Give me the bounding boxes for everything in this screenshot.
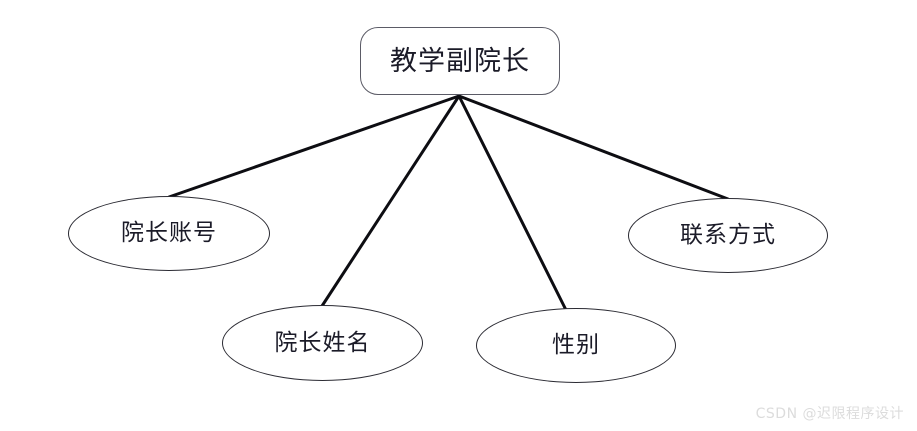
attribute-node-dean-name[interactable]: 院长姓名: [222, 305, 423, 381]
attribute-label: 联系方式: [680, 222, 776, 248]
entity-label: 教学副院长: [390, 45, 530, 77]
edge-entity-to-dean-account: [167, 94, 461, 199]
attribute-label: 院长账号: [121, 220, 217, 246]
edge-entity-to-dean-name: [320, 94, 461, 308]
edge-entity-to-gender: [457, 94, 568, 312]
attribute-node-dean-account[interactable]: 院长账号: [68, 196, 270, 271]
attribute-node-gender[interactable]: 性别: [476, 308, 676, 383]
attribute-label: 性别: [552, 332, 600, 358]
csdn-watermark: CSDN @迟限程序设计: [755, 406, 904, 422]
entity-node-vice-dean[interactable]: 教学副院长: [360, 27, 560, 95]
attribute-label: 院长姓名: [274, 329, 371, 356]
edge-entity-to-contact: [457, 94, 730, 201]
attribute-node-contact[interactable]: 联系方式: [628, 198, 828, 273]
